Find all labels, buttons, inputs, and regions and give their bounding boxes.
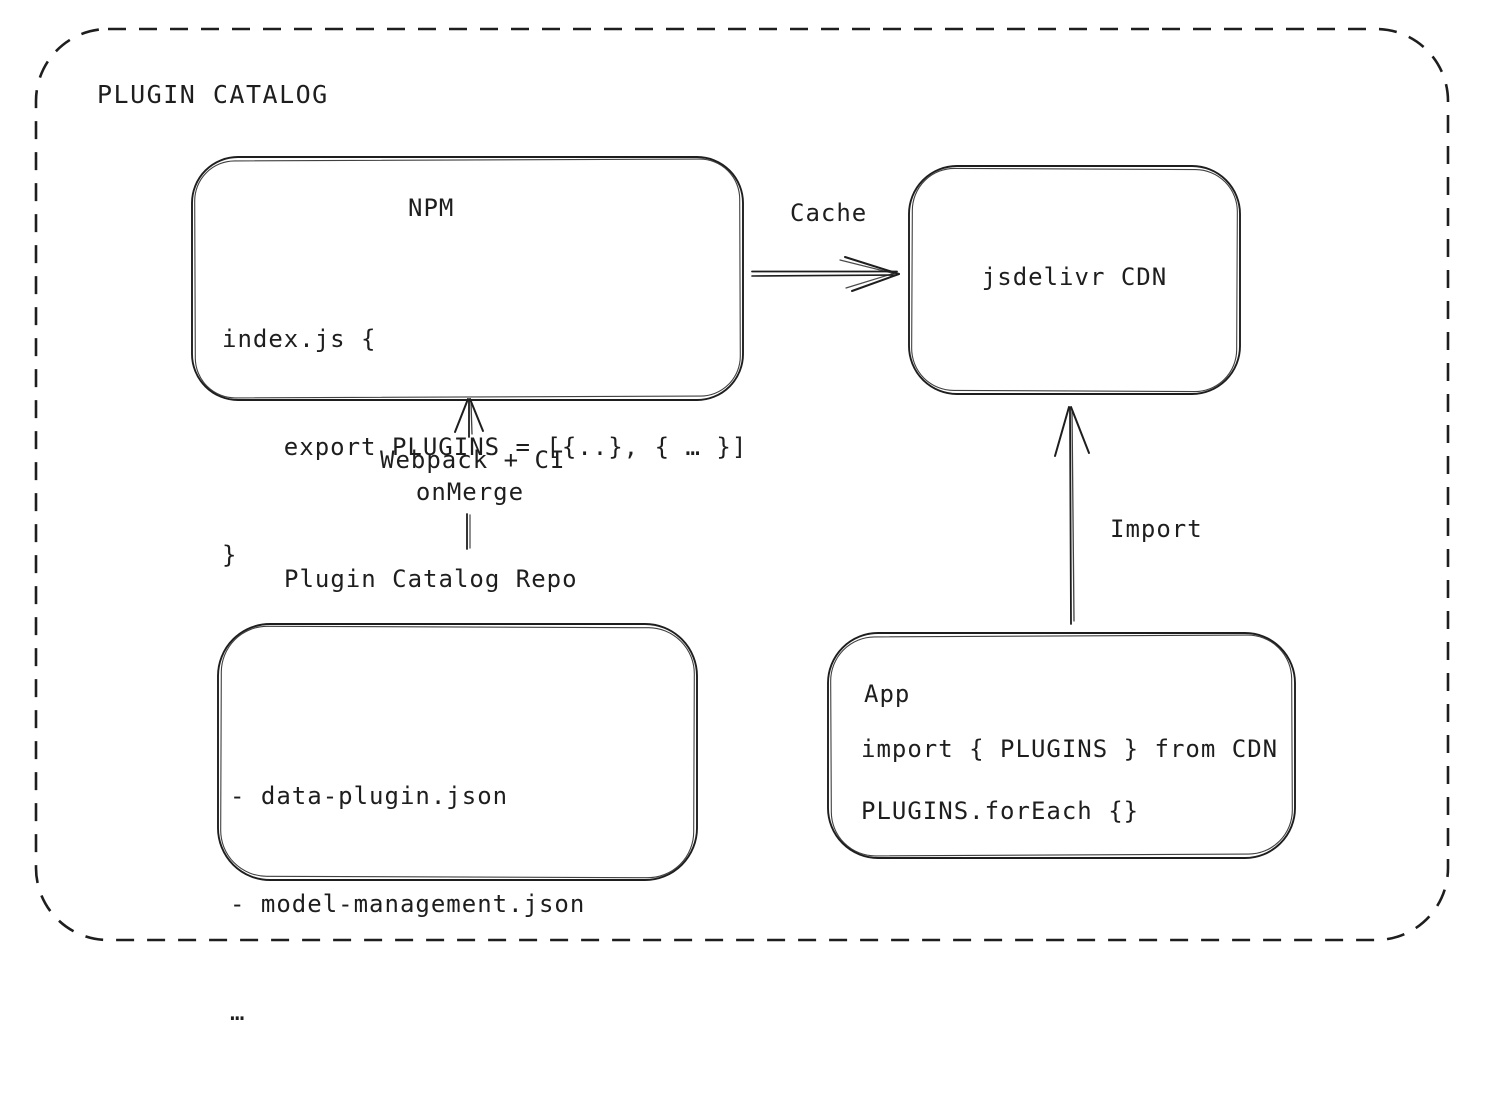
cache-arrow <box>751 256 900 292</box>
import-arrow <box>1054 406 1090 625</box>
cache-arrow-label: Cache <box>790 199 868 227</box>
npm-code-block: index.js { export PLUGINS = [{..}, { … }… <box>222 249 747 645</box>
npm-code-line: index.js { <box>222 325 377 353</box>
npm-node-title: NPM <box>408 194 455 222</box>
app-box <box>827 632 1296 859</box>
build-arrow-label-line1: Webpack + CI <box>380 446 566 474</box>
repo-file-list: - data-plugin.json - model-management.js… <box>230 706 585 1102</box>
repo-file-item: - model-management.json <box>230 890 586 918</box>
app-node-title: App <box>864 680 911 708</box>
repo-file-item: … <box>230 998 246 1026</box>
npm-box <box>191 156 744 401</box>
repo-box <box>217 623 698 881</box>
build-connector-line <box>466 513 471 550</box>
catalog-boundary-box <box>34 27 1450 942</box>
npm-code-line: export PLUGINS = [{..}, { … }] <box>222 433 748 461</box>
repo-file-item: - data-plugin.json <box>230 782 509 810</box>
app-code-line: import { PLUGINS } from CDN <box>861 735 1279 763</box>
plugin-catalog-diagram: PLUGIN CATALOG NPM index.js { export PLU… <box>34 27 1450 1026</box>
import-arrow-label: Import <box>1110 515 1203 543</box>
build-arrow <box>454 398 484 438</box>
cdn-node-label: jsdelivr CDN <box>981 263 1168 291</box>
repo-node-heading: Plugin Catalog Repo <box>284 565 578 593</box>
cdn-box <box>908 165 1241 395</box>
app-code-line: PLUGINS.forEach {} <box>861 797 1140 825</box>
build-arrow-label-line2: onMerge <box>415 478 525 506</box>
diagram-title: PLUGIN CATALOG <box>97 80 329 109</box>
diagram-canvas <box>34 27 1450 942</box>
npm-code-line: } <box>222 541 238 569</box>
